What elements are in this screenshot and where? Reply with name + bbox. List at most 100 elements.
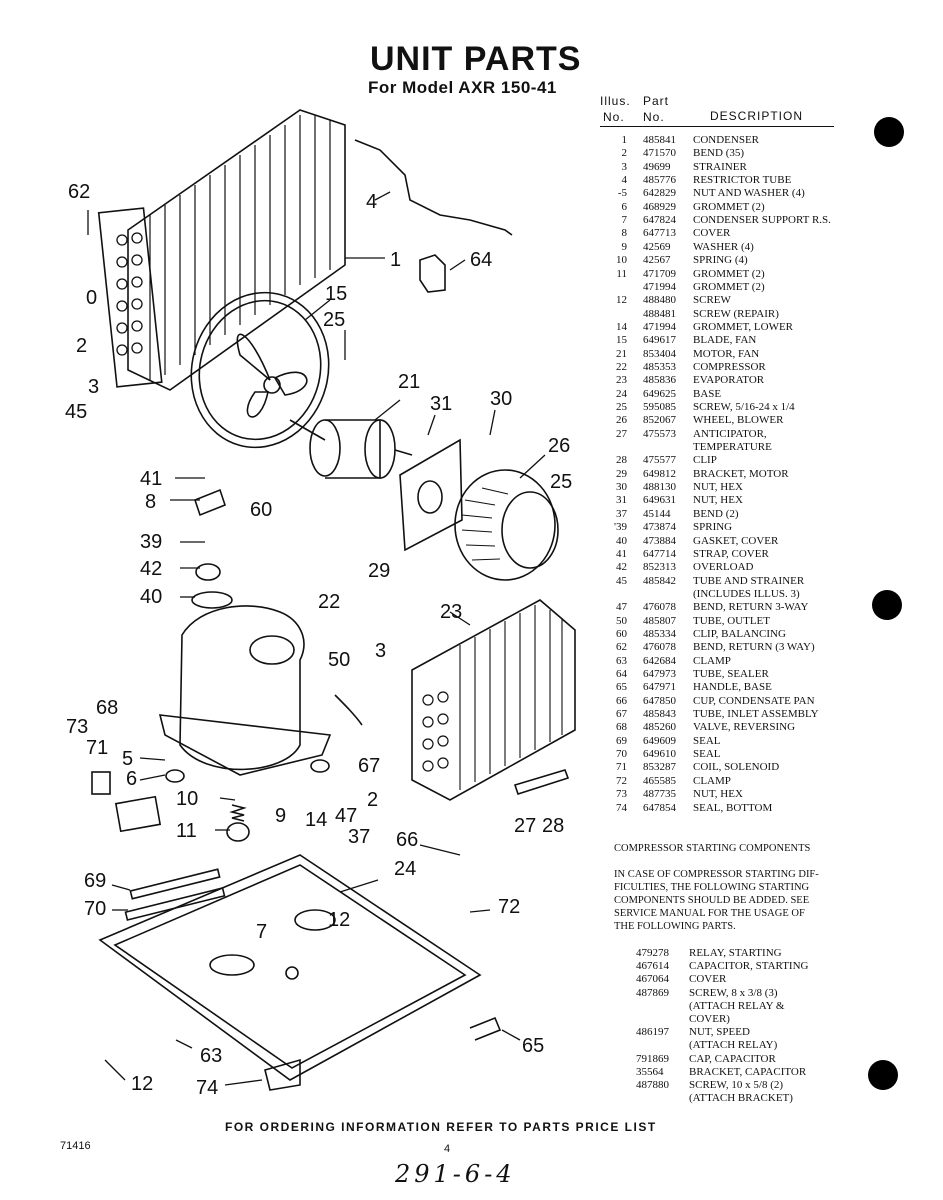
part-number: 476078 [643, 601, 676, 614]
illus-number: 50 [616, 614, 627, 627]
callout-label: 30 [490, 388, 512, 410]
part-number: 473884 [643, 534, 676, 547]
page-number: 4 [444, 1143, 451, 1155]
starting-note-line: THE FOLLOWING PARTS. [614, 921, 736, 932]
punch-hole [874, 117, 904, 147]
illus-number: 73 [616, 788, 627, 801]
callout-label: 3 [88, 376, 99, 398]
callout-label: 60 [250, 499, 272, 521]
part-number: 488480 [643, 294, 676, 307]
illus-number: 11 [616, 267, 627, 280]
part-description: WHEEL, BLOWER [693, 414, 784, 427]
part-description: COIL, SOLENOID [693, 761, 780, 774]
part-number: 647973 [643, 668, 676, 680]
part-description: RESTRICTOR TUBE [693, 174, 792, 187]
callout-label: 21 [398, 371, 420, 393]
part-number: 485842 [643, 574, 676, 587]
illus-number: 41 [616, 547, 627, 560]
part-description: TUBE AND STRAINER [693, 574, 805, 587]
part-description: SPRING [693, 521, 733, 534]
part-number: 488130 [643, 481, 676, 494]
callout-label: 41 [140, 468, 162, 490]
part-number: 647713 [643, 227, 676, 240]
ordering-note: FOR ORDERING INFORMATION REFER TO PARTS … [225, 1120, 657, 1134]
callout-label: 39 [140, 531, 162, 553]
part-description: SPRING (4) [693, 254, 748, 267]
part-description: CLAMP [693, 774, 731, 787]
restrictor-tube [354, 139, 513, 236]
illus-number: 70 [616, 748, 627, 761]
col-header-description: DESCRIPTION [710, 109, 804, 123]
punch-hole [872, 590, 902, 620]
callout-label: 9 [275, 805, 286, 827]
callout-label: 1 [390, 249, 401, 271]
outlet-tube [334, 694, 363, 726]
col-header-illus-no: No. [603, 110, 625, 124]
part-description: BEND (2) [693, 507, 739, 520]
callout-label: 29 [368, 560, 390, 582]
illus-number: 24 [616, 387, 627, 400]
illus-number: 10 [616, 254, 627, 267]
illus-number: 62 [616, 641, 627, 654]
callout-label: 68 [96, 697, 118, 719]
part-number: 485334 [643, 627, 676, 640]
illus-number: 47 [616, 601, 627, 614]
part-description: WASHER (4) [693, 240, 754, 253]
part-description: GASKET, COVER [693, 534, 779, 547]
document-number: 71416 [60, 1140, 91, 1152]
callout-label: 72 [498, 896, 520, 918]
illus-number: -5 [617, 187, 627, 200]
illus-number: 2 [621, 147, 628, 160]
callout-label: 15 [325, 283, 347, 305]
part-description: BLADE, FAN [693, 334, 757, 347]
callout-label: 67 [358, 755, 380, 777]
part-number: 649625 [643, 387, 676, 400]
callout-label: 14 [305, 809, 327, 831]
part-description: CONDENSER [693, 134, 760, 146]
part-description: NUT, HEX [693, 481, 743, 494]
illus-number: 22 [616, 360, 627, 373]
part-description: HANDLE, BASE [693, 681, 772, 694]
base-handle [469, 1016, 502, 1041]
illus-number: 14 [616, 320, 627, 333]
col-header-part: Part [643, 94, 670, 108]
part-description: MOTOR, FAN [693, 347, 760, 360]
illus-number: 63 [616, 654, 627, 667]
cover [194, 488, 226, 517]
part-number: 649617 [643, 334, 676, 347]
illus-number: 12 [616, 294, 627, 307]
illus-number: 42 [616, 561, 627, 574]
part-number: 642829 [643, 187, 676, 200]
part-number: 42569 [643, 240, 671, 253]
tube-sealer [419, 254, 446, 293]
callout-label: 70 [84, 898, 106, 920]
callout-label: 31 [430, 393, 452, 415]
part-description: CLIP [693, 454, 717, 467]
exploded-parts-diagram: 62 4 1 64 0 2 15 25 3 45 21 31 30 26 41 … [65, 109, 576, 1099]
part-description: COVER [689, 973, 727, 986]
callout-label: 12 [131, 1073, 153, 1095]
part-number: 471994 [643, 280, 676, 293]
part-description: CLIP, BALANCING [693, 627, 786, 640]
part-description: GROMMET, LOWER [693, 320, 794, 333]
callout-label: 62 [68, 181, 90, 203]
part-description: EVAPORATOR [693, 374, 765, 387]
part-description: COVER) [689, 1013, 730, 1025]
part-number: 35564 [636, 1065, 664, 1078]
part-description: CLAMP [693, 654, 731, 667]
part-number: 49699 [643, 160, 671, 173]
part-description: SEAL [693, 734, 721, 747]
part-number: 853287 [643, 761, 676, 774]
part-number: 42567 [643, 254, 671, 267]
part-number: 487880 [636, 1079, 669, 1091]
starting-heading: COMPRESSOR STARTING COMPONENTS [614, 843, 811, 854]
starting-note-line: COMPONENTS SHOULD BE ADDED. SEE [614, 895, 810, 906]
part-number: 485841 [643, 134, 676, 146]
part-number: 486197 [636, 1026, 669, 1039]
punch-hole [868, 1060, 898, 1090]
illus-number: 3 [621, 160, 628, 173]
callout-label: 10 [176, 788, 198, 810]
callout-label: 71 [86, 737, 108, 759]
part-description: BEND (35) [693, 147, 745, 160]
illus-number: 67 [616, 708, 627, 721]
